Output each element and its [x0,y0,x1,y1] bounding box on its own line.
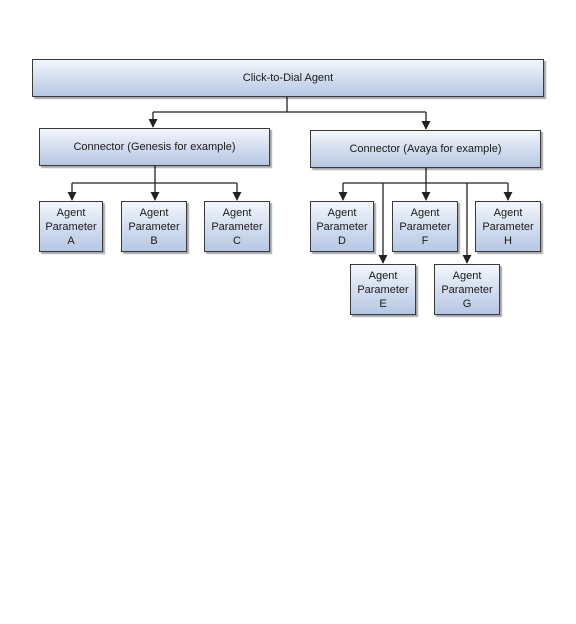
param-g-line2: Parameter [441,283,493,296]
param-a-line2: Parameter [45,220,97,233]
param-f-line1: Agent [410,206,440,219]
param-b-line2: Parameter [128,220,180,233]
param-d-node: Agent Parameter D [310,201,374,252]
param-e-line1: Agent [368,269,398,282]
param-d-line1: Agent [327,206,357,219]
param-c-line1: Agent [222,206,252,219]
root-node: Click-to-Dial Agent [32,59,544,97]
param-f-line2: Parameter [399,220,451,233]
param-c-node: Agent Parameter C [204,201,270,252]
param-a-line1: Agent [56,206,86,219]
param-d-letter: D [338,234,346,247]
param-a-letter: A [67,234,75,247]
param-g-node: Agent Parameter G [434,264,500,315]
connector-genesis-label: Connector (Genesis for example) [73,141,236,153]
param-f-node: Agent Parameter F [392,201,458,252]
param-a-node: Agent Parameter A [39,201,103,252]
param-b-letter: B [150,234,158,247]
param-b-node: Agent Parameter B [121,201,187,252]
param-d-line2: Parameter [316,220,368,233]
param-g-letter: G [462,297,472,310]
param-c-line2: Parameter [211,220,263,233]
param-h-node: Agent Parameter H [475,201,541,252]
param-e-letter: E [379,297,387,310]
param-b-line1: Agent [139,206,169,219]
param-g-line1: Agent [452,269,482,282]
param-e-node: Agent Parameter E [350,264,416,315]
root-label: Click-to-Dial Agent [242,72,334,84]
param-h-letter: H [504,234,512,247]
param-c-letter: C [233,234,241,247]
param-f-letter: F [421,234,429,247]
connector-avaya-label: Connector (Avaya for example) [349,143,502,155]
param-e-line2: Parameter [357,283,409,296]
param-h-line1: Agent [493,206,523,219]
connector-genesis-node: Connector (Genesis for example) [39,128,270,166]
param-h-line2: Parameter [482,220,534,233]
connector-avaya-node: Connector (Avaya for example) [310,130,541,168]
